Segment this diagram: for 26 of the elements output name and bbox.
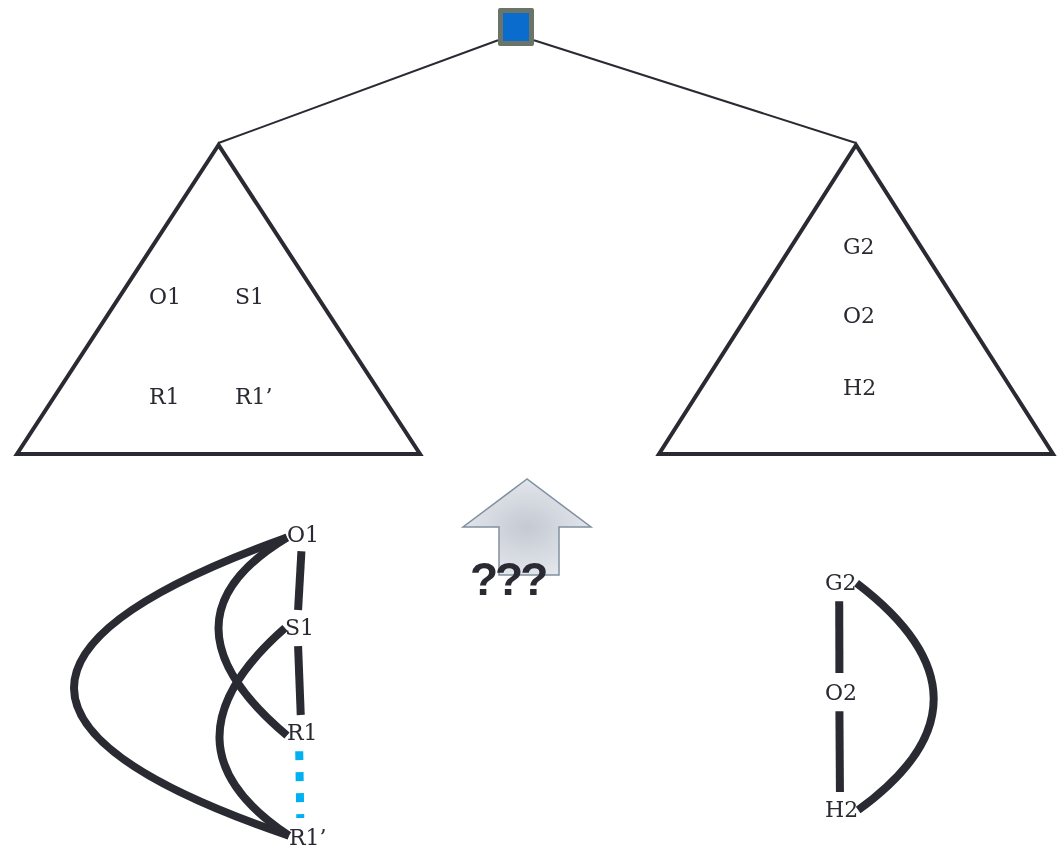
dotted-connector [295, 751, 305, 819]
node-label: R1 [287, 721, 318, 746]
node-label: G2 [843, 235, 875, 260]
node-label: G2 [825, 571, 857, 596]
node-label: O1 [287, 523, 320, 548]
node-label: O1 [149, 285, 182, 310]
root-square [498, 8, 534, 46]
link-bar [215, 625, 292, 839]
node-label: O2 [843, 304, 876, 329]
tree-triangle [657, 143, 1055, 456]
node-label: H2 [843, 376, 877, 401]
question-marks: ??? [470, 556, 546, 602]
node-label: S1 [235, 285, 265, 310]
node-label: R1’ [235, 385, 273, 410]
link-bar [854, 580, 938, 814]
link-bar [214, 534, 290, 739]
node-label: O2 [825, 681, 858, 706]
node-label: R1 [149, 385, 180, 410]
link-bar [70, 533, 291, 840]
tree-triangle [15, 143, 422, 456]
tree-line [533, 39, 857, 144]
link-bar [294, 550, 306, 611]
node-label: H2 [825, 798, 859, 823]
tree-line [217, 39, 499, 144]
node-label: S1 [285, 616, 315, 641]
node-label: R1’ [289, 826, 327, 851]
